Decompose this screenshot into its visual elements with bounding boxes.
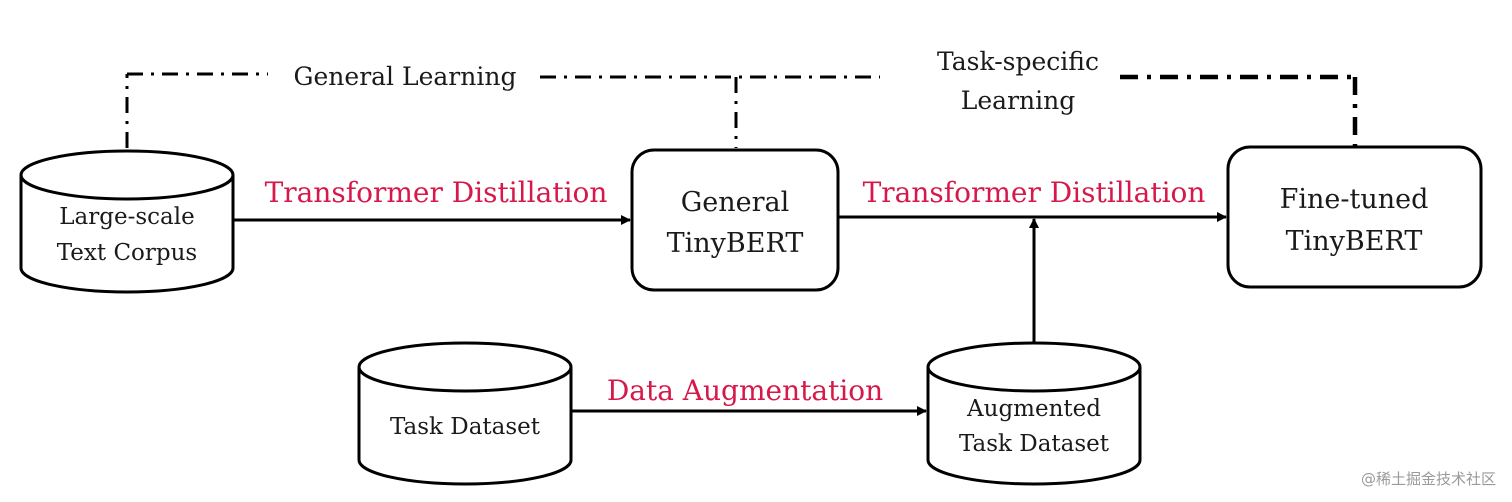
large-corpus-cylinder: Large-scale Text Corpus: [19, 149, 235, 294]
general-tinybert-line2: TinyBERT: [667, 228, 804, 259]
augmentation-label: Data Augmentation: [607, 374, 883, 407]
watermark-text: @稀土掘金技术社区: [1361, 470, 1496, 488]
finetuned-tinybert-line1: Fine-tuned: [1280, 184, 1429, 215]
finetuned-tinybert-box: Fine-tuned TinyBERT: [1226, 145, 1483, 289]
general-tinybert-line1: General: [681, 187, 790, 218]
general-learning-label: General Learning: [294, 62, 517, 91]
task-dataset-cylinder: Task Dataset: [357, 341, 573, 486]
task-specific-learning-bracket: [1120, 74, 1358, 146]
distillation-label-task: Transformer Distillation: [863, 176, 1206, 209]
task-specific-label-line1: Task-specific: [937, 47, 1099, 76]
augmented-dataset-line2: Task Dataset: [959, 431, 1110, 457]
finetuned-tinybert-line2: TinyBERT: [1286, 226, 1423, 257]
augmented-dataset-cylinder: Augmented Task Dataset: [926, 341, 1142, 486]
large-corpus-line1: Large-scale: [59, 204, 194, 230]
general-learning-bracket: [125, 72, 880, 148]
general-tinybert-box: General TinyBERT: [630, 148, 840, 292]
distillation-label-general: Transformer Distillation: [265, 176, 608, 209]
task-dataset-label: Task Dataset: [390, 414, 541, 440]
large-corpus-line2: Text Corpus: [57, 240, 197, 266]
augmented-dataset-line1: Augmented: [966, 396, 1101, 422]
task-specific-label-line2: Learning: [961, 86, 1075, 115]
